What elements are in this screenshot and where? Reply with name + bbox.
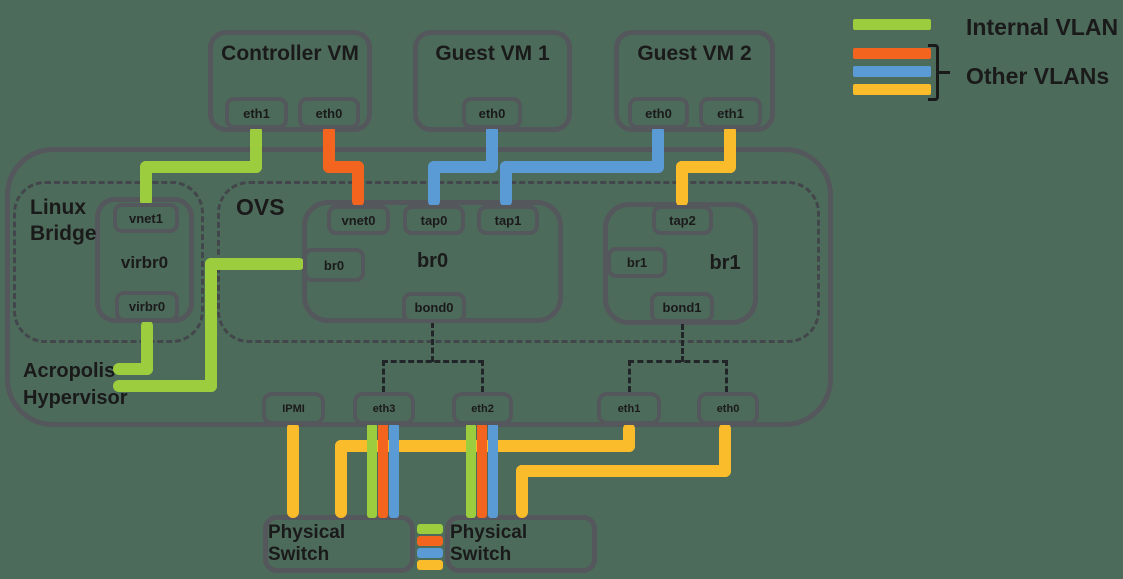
hypervisor-name-line1: Acropolis xyxy=(23,360,116,382)
internal-vlan-br0-to-ahv xyxy=(113,380,217,392)
yellow-eth0-run xyxy=(516,465,731,477)
interswitch-trunk-green xyxy=(417,524,443,534)
controller-vm-port-eth1: eth1 xyxy=(225,97,288,129)
yellow-vlan-tap2-drop xyxy=(676,161,688,207)
bond1-dash-to-eth1 xyxy=(628,360,631,392)
internal-vlan-br0-drop xyxy=(205,258,217,392)
eth3-trunk-orange xyxy=(378,423,388,518)
port-bond1: bond1 xyxy=(650,292,714,323)
port-bond0: bond0 xyxy=(402,292,466,323)
linux-bridge-name-line2: Bridge xyxy=(30,222,97,245)
yellow-eth0-drop xyxy=(719,423,731,477)
nic-ipmi: IPMI xyxy=(262,392,325,425)
interswitch-trunk-orange xyxy=(417,536,443,546)
physical-switch-left: Physical Switch xyxy=(263,515,415,573)
internal-vlan-br0-run xyxy=(205,258,305,270)
bond1-dash-stem xyxy=(681,324,684,362)
controller-vm-title: Controller VM xyxy=(221,42,359,65)
bond0-dash-to-eth3 xyxy=(382,360,385,392)
br0-bridge-label: br0 xyxy=(416,250,449,272)
internal-vlan-eth1-run xyxy=(140,161,262,173)
legend-internal-vlan-label: Internal VLAN xyxy=(966,14,1119,40)
br1-bridge-label: br1 xyxy=(709,252,741,274)
yellow-vlan-vm2-run xyxy=(676,161,736,173)
nic-eth3: eth3 xyxy=(353,392,415,425)
internal-vlan-virbr0-drop xyxy=(141,320,153,375)
port-tap1: tap1 xyxy=(477,205,539,235)
blue-vlan-vm2-run xyxy=(500,161,664,173)
port-virbr0: virbr0 xyxy=(115,291,179,322)
guest-vm-1-port-eth0: eth0 xyxy=(462,97,522,129)
controller-vm-port-eth0: eth0 xyxy=(298,97,360,129)
bond1-dash-to-eth0 xyxy=(725,360,728,392)
nic-eth0: eth0 xyxy=(697,392,759,425)
linux-bridge-container xyxy=(13,181,204,343)
eth3-trunk-blue xyxy=(389,423,399,518)
port-vnet0: vnet0 xyxy=(327,205,390,235)
orange-vlan-vnet0-drop xyxy=(352,161,364,207)
physical-switch-right: Physical Switch xyxy=(445,515,597,573)
bond0-dash-to-eth2 xyxy=(481,360,484,392)
legend-other-vlan-swatch-yellow xyxy=(853,84,931,95)
interswitch-trunk-blue xyxy=(417,548,443,558)
port-tap0: tap0 xyxy=(403,205,465,235)
virbr0-bridge-label: virbr0 xyxy=(120,253,169,272)
guest-vm-2-title: Guest VM 2 xyxy=(637,42,752,65)
eth2-trunk-orange xyxy=(477,423,487,518)
legend-bracket-tick xyxy=(939,71,950,74)
nic-eth2: eth2 xyxy=(452,392,513,425)
legend-internal-vlan-swatch xyxy=(853,19,931,30)
linux-bridge-name-line1: Linux xyxy=(30,196,86,219)
legend-other-vlan-swatch-orange xyxy=(853,48,931,59)
interswitch-trunk-yellow xyxy=(417,560,443,570)
legend-other-vlans-label: Other VLANs xyxy=(966,63,1110,89)
yellow-eth0-to-switch xyxy=(516,465,528,518)
eth2-trunk-green xyxy=(466,423,476,518)
yellow-eth1-to-switch xyxy=(335,440,347,518)
eth3-trunk-green xyxy=(367,423,377,518)
ovs-label: OVS xyxy=(236,194,285,220)
guest-vm-2-port-eth1: eth1 xyxy=(699,97,762,129)
port-vnet1: vnet1 xyxy=(113,203,179,233)
blue-vlan-tap0-drop xyxy=(428,161,440,207)
internal-vlan-virbr0-to-ahv xyxy=(113,363,153,375)
nic-eth1: eth1 xyxy=(597,392,661,425)
controller-vm-box xyxy=(208,30,372,132)
guest-vm-2-box xyxy=(614,30,775,132)
legend-other-vlan-swatch-blue xyxy=(853,66,931,77)
port-br0-internal: br0 xyxy=(303,248,365,282)
yellow-ipmi-link xyxy=(287,422,299,518)
blue-vlan-vm1-run xyxy=(428,161,498,173)
bond1-dash-fork xyxy=(628,360,728,363)
eth2-trunk-blue xyxy=(488,423,498,518)
guest-vm-1-title: Guest VM 1 xyxy=(435,42,550,65)
internal-vlan-vnet1-drop xyxy=(140,161,152,207)
port-br1-internal: br1 xyxy=(607,247,667,278)
bond0-dash-stem xyxy=(431,322,434,362)
blue-vlan-tap1-drop xyxy=(500,161,512,207)
guest-vm-2-port-eth0: eth0 xyxy=(628,97,689,129)
port-tap2: tap2 xyxy=(652,205,713,235)
hypervisor-name-line2: Hypervisor xyxy=(23,387,128,409)
bond0-dash-fork xyxy=(382,360,484,363)
hypervisor-box xyxy=(5,147,833,427)
legend-bracket xyxy=(928,44,939,101)
